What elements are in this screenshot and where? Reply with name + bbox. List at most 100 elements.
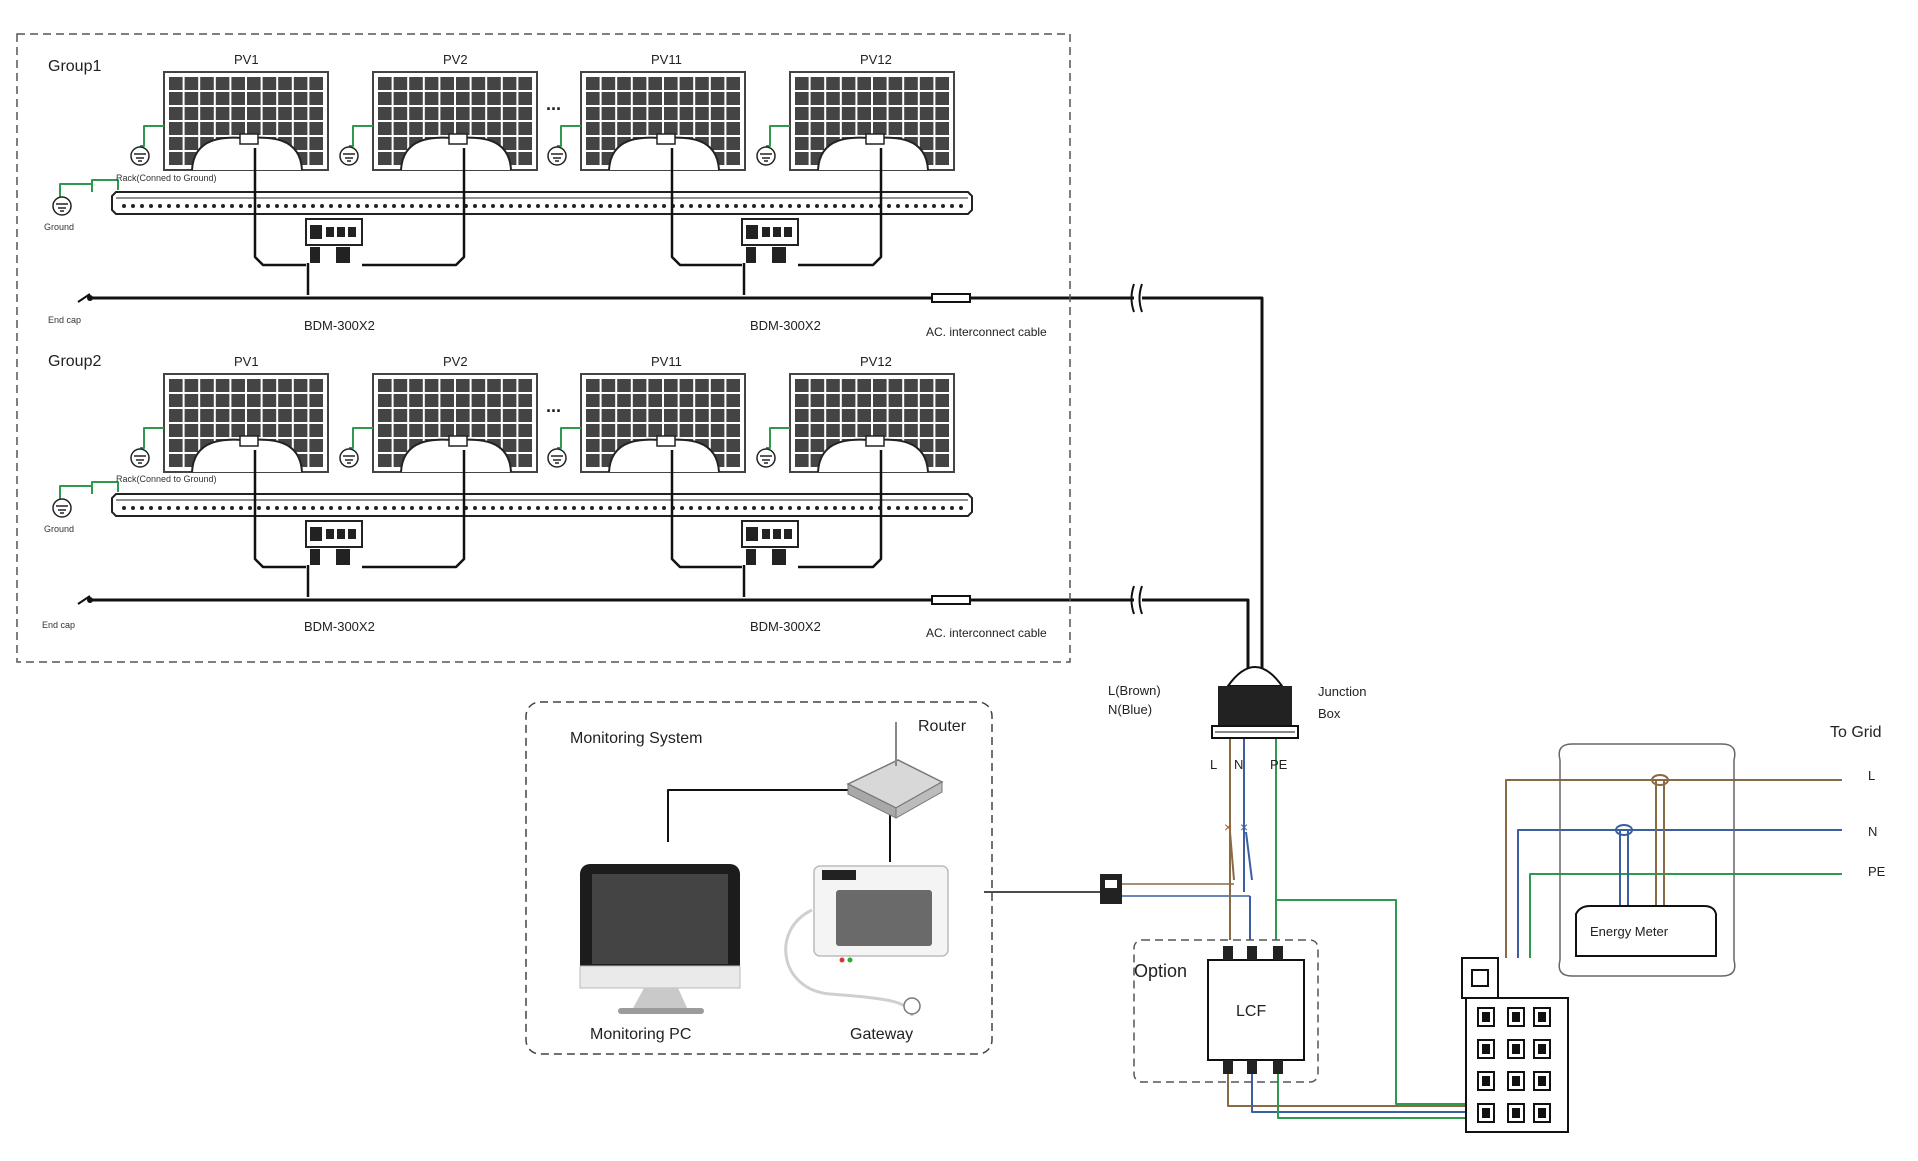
- panel-cell: [378, 424, 392, 437]
- l-switch: [1229, 831, 1235, 881]
- ac-trunk-to-junction: [1142, 598, 1250, 690]
- panel-cell: [262, 107, 277, 120]
- microinverter-label: BDM-300X2: [750, 318, 821, 333]
- end-cap-dot: [87, 597, 93, 603]
- panel-cell: [215, 107, 230, 120]
- panel-cell: [518, 424, 532, 437]
- rack-hole: [176, 204, 180, 208]
- panel-cell: [278, 409, 292, 422]
- ground-circle: [130, 146, 150, 166]
- rack-hole: [500, 506, 504, 510]
- rack-hole: [401, 204, 405, 208]
- ground-icon: [547, 146, 567, 166]
- microinverter-block: [310, 527, 322, 541]
- rack-hole: [590, 204, 594, 208]
- option-boundary: [1133, 939, 1319, 1083]
- panel-cell: [502, 137, 517, 150]
- ground-icon: [130, 448, 150, 468]
- panel-cell: [795, 409, 809, 422]
- rack-hole: [194, 204, 198, 208]
- panel-cell: [502, 77, 517, 90]
- panel-cell: [586, 152, 600, 165]
- panel-cell: [309, 152, 323, 165]
- rack-hole: [833, 204, 837, 208]
- rack-hole: [797, 204, 801, 208]
- rack-hole: [635, 506, 639, 510]
- microinverter-block: [784, 529, 792, 539]
- rack-hole: [437, 204, 441, 208]
- rack-hole: [698, 204, 702, 208]
- panel-cell: [810, 137, 825, 150]
- panel-junction: [865, 133, 885, 145]
- rack-hole: [590, 506, 594, 510]
- panel-cell: [409, 92, 423, 105]
- rack-hole: [419, 204, 423, 208]
- rack-hole: [788, 204, 792, 208]
- panel-cell: [409, 424, 423, 437]
- panel-cell: [873, 379, 887, 392]
- rack-hole: [311, 204, 315, 208]
- dc-cable: [362, 450, 466, 569]
- cable-break: [1130, 283, 1135, 313]
- rack-hole: [860, 506, 864, 510]
- ground-lead: [91, 481, 119, 494]
- n-switch: [1245, 831, 1253, 881]
- lcf-label: LCF: [1236, 1003, 1267, 1020]
- microinverter-label: BDM-300X2: [304, 318, 375, 333]
- panel-cell: [888, 92, 903, 105]
- panel-cell: [935, 409, 949, 422]
- rack-hole: [842, 204, 846, 208]
- end-cap: [77, 595, 91, 605]
- panel-cell: [471, 394, 486, 407]
- rack-hole: [761, 506, 765, 510]
- rack-hole: [275, 506, 279, 510]
- panel-cell: [518, 92, 532, 105]
- rack-hole: [329, 506, 333, 510]
- ground-circle: [339, 146, 359, 166]
- panel-cell: [873, 92, 887, 105]
- ground-lead: [766, 427, 790, 449]
- panel-cell: [601, 424, 616, 437]
- panel-cell: [632, 77, 647, 90]
- panel-cell: [393, 137, 408, 150]
- rack-hole: [239, 204, 243, 208]
- rack-hole: [482, 506, 486, 510]
- panel-cell: [935, 107, 949, 120]
- panel-cell: [293, 394, 308, 407]
- breaker-handle: [1538, 1076, 1546, 1086]
- panel-cell: [169, 152, 183, 165]
- rack-rail: [111, 191, 973, 215]
- microinverter-icon: [741, 218, 799, 263]
- ground-icon: [547, 448, 567, 468]
- panel-cell: [393, 409, 408, 422]
- rack-label: Rack(Conned to Ground): [116, 173, 217, 183]
- solar-panel-icon: [372, 373, 538, 473]
- gateway-screen: [836, 890, 932, 946]
- panel-cell: [378, 122, 392, 135]
- panel-cell: [378, 152, 392, 165]
- panel-cell: [919, 137, 934, 150]
- panel-cell: [502, 107, 517, 120]
- rack-hole: [536, 506, 540, 510]
- panel-label-pv1: PV1: [234, 354, 259, 369]
- panel-cell: [679, 77, 694, 90]
- microinverter-block: [773, 227, 781, 237]
- panel-cell: [247, 92, 261, 105]
- grid-line-n: N: [1868, 824, 1878, 839]
- panel-cell: [184, 137, 199, 150]
- rack-hole: [608, 506, 612, 510]
- gateway-icon: [784, 865, 949, 1017]
- panel-cell: [888, 394, 903, 407]
- lcf-terminal: [1247, 946, 1257, 960]
- panel-cell: [487, 424, 501, 437]
- rack-hole: [941, 506, 945, 510]
- panel-cell: [873, 107, 887, 120]
- dc-cable: [798, 450, 883, 569]
- ground-lead: [349, 427, 373, 449]
- panel-cell: [440, 379, 454, 392]
- rack-hole: [779, 204, 783, 208]
- solar-panel-icon: [580, 373, 746, 473]
- panel-cell: [695, 107, 709, 120]
- panel-cell: [293, 424, 308, 437]
- panel-cell: [247, 107, 261, 120]
